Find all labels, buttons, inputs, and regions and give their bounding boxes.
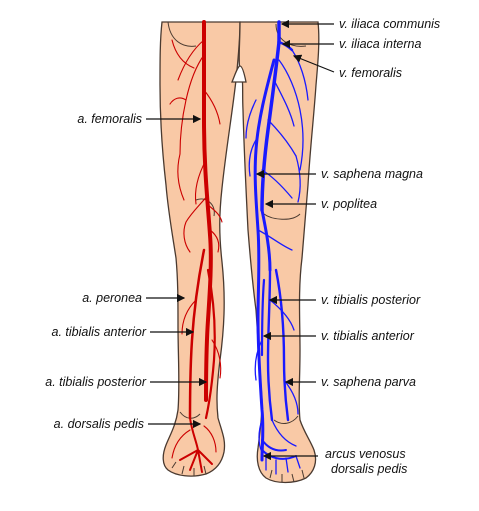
ankle-left bbox=[273, 415, 299, 424]
vein-branches bbox=[245, 49, 309, 475]
label-dorsalis-pedis-vein: dorsalis pedis bbox=[331, 462, 407, 476]
label-a-femoralis: a. femoralis bbox=[77, 112, 142, 126]
right-leg-artery-side bbox=[159, 21, 241, 477]
artery-dorsalis-pedis bbox=[179, 417, 213, 473]
artery-peronea bbox=[204, 268, 216, 420]
vein-tibialis-anterior bbox=[260, 278, 266, 357]
label-v-saphena-parva: v. saphena parva bbox=[321, 375, 416, 389]
label-a-tibialis-posterior: a. tibialis posterior bbox=[45, 375, 147, 389]
label-v-tibialis-posterior: v. tibialis posterior bbox=[321, 293, 421, 307]
legs-outline bbox=[159, 21, 320, 484]
label-v-poplitea: v. poplitea bbox=[321, 197, 377, 211]
vein-tibialis-posterior bbox=[266, 268, 274, 422]
label-v-tibialis-anterior: v. tibialis anterior bbox=[321, 329, 415, 343]
label-a-dorsalis-pedis: a. dorsalis pedis bbox=[54, 417, 144, 431]
label-a-tibialis-anterior: a. tibialis anterior bbox=[52, 325, 147, 339]
toes-left bbox=[269, 469, 305, 483]
toes-right bbox=[171, 461, 207, 476]
label-arcus-venosus: arcus venosus bbox=[325, 447, 406, 461]
vein-saphena-magna bbox=[253, 58, 276, 462]
veins bbox=[245, 20, 309, 475]
artery-femoralis bbox=[202, 20, 213, 402]
artery-branches bbox=[169, 39, 223, 459]
label-v-saphena-magna: v. saphena magna bbox=[321, 167, 423, 181]
artery-tibialis-anterior bbox=[188, 248, 206, 420]
labels-right: v. iliaca communis v. iliaca interna v. … bbox=[321, 17, 440, 476]
vein-poplitea bbox=[260, 208, 272, 272]
label-a-peronea: a. peronea bbox=[82, 291, 142, 305]
crotch-gap bbox=[231, 65, 247, 83]
label-v-iliaca-communis: v. iliaca communis bbox=[339, 17, 440, 31]
label-v-iliaca-interna: v. iliaca interna bbox=[339, 37, 421, 51]
leader-v-femoralis bbox=[292, 54, 335, 73]
vein-saphena-parva bbox=[274, 268, 290, 422]
knee-left bbox=[263, 213, 301, 220]
vein-femoralis bbox=[260, 40, 281, 212]
leader-lines bbox=[146, 19, 335, 461]
label-v-femoralis: v. femoralis bbox=[339, 66, 402, 80]
hip-arc-left bbox=[167, 21, 197, 47]
labels-left: a. femoralis a. peronea a. tibialis ante… bbox=[45, 112, 147, 431]
arteries bbox=[169, 20, 223, 473]
